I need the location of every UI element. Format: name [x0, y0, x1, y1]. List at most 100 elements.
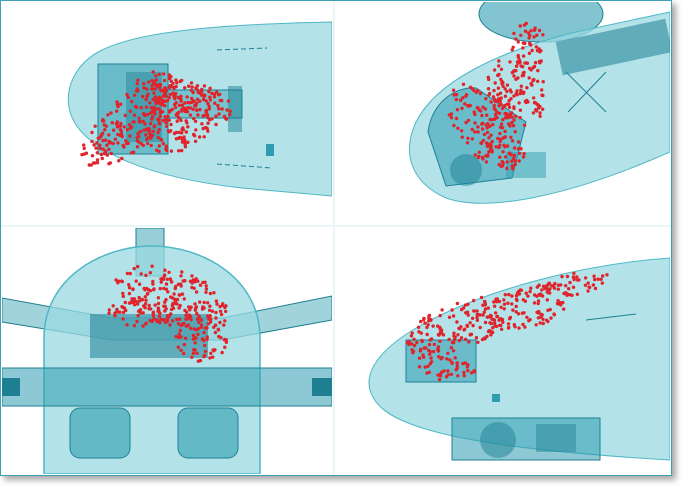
impact-point [412, 343, 417, 348]
impact-point [132, 93, 137, 98]
impact-point [539, 59, 543, 63]
impact-point [139, 272, 143, 276]
impact-point [491, 326, 495, 330]
impact-point [484, 160, 489, 164]
impact-point [527, 36, 531, 40]
impact-point [509, 135, 513, 139]
impact-point [208, 356, 212, 360]
impact-point [179, 94, 183, 99]
impact-point [167, 109, 172, 114]
impact-point [196, 332, 200, 337]
impact-point [149, 307, 153, 311]
impact-point [521, 71, 525, 75]
impact-point [212, 95, 217, 99]
impact-point [466, 302, 470, 306]
impact-point [411, 351, 415, 355]
impact-point [169, 295, 173, 299]
impact-point [110, 121, 115, 125]
impact-point [524, 61, 529, 65]
impact-point [135, 135, 139, 140]
impact-point [194, 305, 199, 309]
impact-point [134, 89, 139, 93]
impact-point [224, 309, 228, 314]
impact-point [163, 99, 167, 104]
impact-point [124, 141, 129, 146]
impact-point [499, 305, 503, 309]
impact-point [512, 146, 517, 150]
impact-point [170, 319, 175, 323]
impact-point [529, 29, 533, 33]
impact-point [508, 88, 512, 92]
impact-point [190, 355, 194, 359]
impact-point [465, 141, 470, 145]
impact-point [207, 308, 212, 312]
impact-point [485, 130, 490, 135]
impact-point [179, 348, 183, 352]
impact-point [520, 74, 524, 78]
impact-point [159, 88, 163, 92]
figure-frame [0, 0, 672, 476]
impact-point [497, 145, 501, 150]
impact-point [512, 106, 516, 111]
impact-point [501, 84, 505, 89]
impact-point [145, 112, 150, 117]
impact-point [483, 307, 488, 311]
impact-point [432, 342, 436, 347]
impact-point [498, 317, 502, 321]
impact-point [455, 108, 460, 112]
impact-point [118, 102, 123, 106]
impact-point [195, 351, 199, 355]
impact-point [592, 274, 596, 278]
impact-point [507, 105, 512, 110]
impact-point [188, 106, 193, 110]
impact-point [161, 118, 165, 123]
impact-point [220, 350, 224, 355]
impact-point [460, 106, 464, 111]
impact-point [509, 111, 514, 115]
impact-point [145, 137, 149, 142]
impact-point [514, 294, 519, 298]
impact-point [492, 68, 497, 72]
impact-point [95, 141, 99, 145]
impact-point [532, 96, 536, 100]
impact-point [486, 122, 490, 126]
impact-point [159, 138, 164, 142]
impact-point [427, 313, 432, 318]
impact-point [195, 328, 199, 332]
impact-point [138, 311, 143, 315]
impact-point [523, 29, 528, 33]
impact-point [410, 342, 414, 346]
impact-point [518, 24, 522, 28]
impact-point [193, 139, 198, 143]
impact-point [105, 143, 109, 147]
impact-point [157, 308, 161, 312]
panel-divider-vertical [333, 1, 335, 475]
reference-line [216, 163, 273, 169]
impact-point [180, 270, 184, 274]
impact-point [139, 106, 143, 110]
impact-point [214, 122, 218, 127]
impact-point [165, 277, 169, 281]
impact-point [513, 114, 518, 118]
impact-point [191, 90, 195, 95]
impact-point [164, 287, 168, 291]
impact-point [521, 41, 525, 45]
impact-point [472, 370, 476, 374]
impact-point [135, 145, 140, 149]
impact-point [455, 366, 459, 370]
impact-point [208, 95, 212, 99]
nose-gear-wheel [480, 422, 516, 458]
impact-point [517, 326, 521, 330]
impact-point [188, 308, 192, 312]
impact-point [575, 292, 580, 296]
impact-point [428, 338, 432, 342]
impact-point [195, 108, 199, 113]
impact-point [529, 286, 533, 290]
impact-point [136, 78, 140, 82]
impact-point [179, 99, 183, 103]
impact-point [510, 164, 514, 168]
impact-point [101, 147, 105, 151]
impact-point [191, 107, 195, 111]
impact-point [163, 268, 167, 272]
impact-point [164, 298, 168, 302]
